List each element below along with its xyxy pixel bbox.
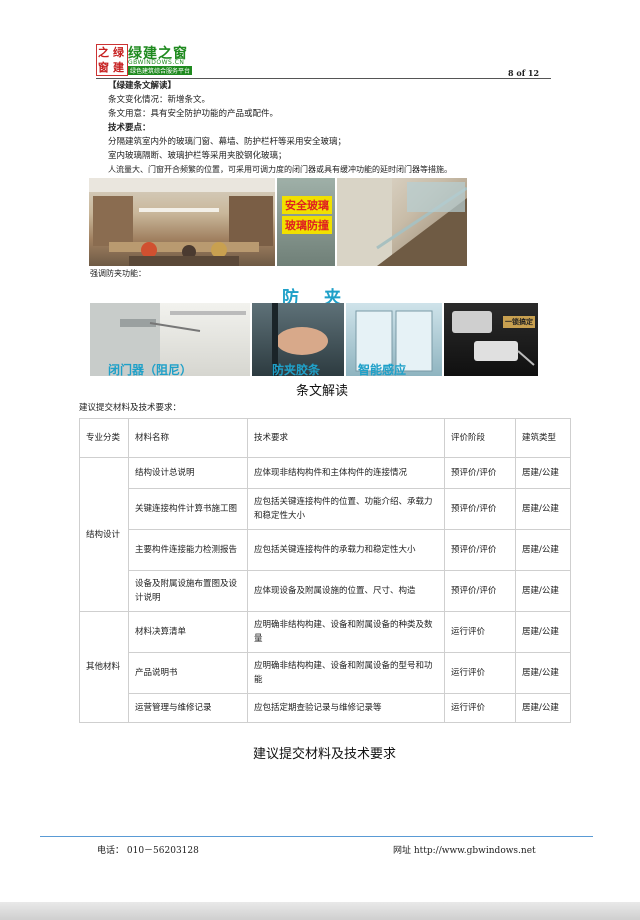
product-label-door-closer: 闭门器（阻尼） (108, 363, 193, 377)
interpretation-line: 人流量大、门窗开合频繁的位置，可采用可调力度的闭门器或具有缓冲功能的延时闭门器等… (108, 165, 452, 174)
auto-door-art (355, 310, 433, 372)
logo-char: 之 (98, 46, 109, 59)
table-row: 产品说明书 应明确非结构构建、设备和附属设备的型号和功能 运行评价 居建/公建 (80, 652, 571, 694)
building-type-cell: 居建/公建 (515, 693, 571, 723)
material-cell: 材料决算清单 (128, 611, 248, 653)
lock-product-photo (444, 303, 538, 376)
requirement-cell: 应包括关键连接构件的位置、功能介绍、承载力和稳定性大小 (247, 488, 445, 530)
interpretation-line: 分隔建筑室内外的玻璃门窗、幕墙、防护栏杆等采用安全玻璃； (108, 137, 347, 147)
site-name: 绿建之窗 (128, 46, 188, 62)
interpretation-heading: 【绿建条文解读】 (108, 81, 177, 91)
staircase-photo-art (337, 178, 467, 266)
interpretation-line: 技术要点： (108, 123, 151, 133)
footer-divider (40, 836, 593, 837)
material-cell: 结构设计总说明 (128, 457, 248, 489)
column-header: 技术要求 (247, 418, 445, 458)
category-cell: 结构设计 (79, 457, 129, 612)
pinch-strip-photo (252, 303, 344, 376)
building-type-cell: 居建/公建 (515, 611, 571, 653)
column-header: 专业分类 (79, 418, 129, 458)
requirement-cell: 应体现设备及附属设施的位置、尺寸、构造 (247, 570, 445, 612)
requirement-cell: 应包括关键连接构件的承载力和稳定性大小 (247, 529, 445, 571)
requirement-cell: 应明确非结构构建、设备和附属设备的种类及数量 (247, 611, 445, 653)
auto-door-photo (346, 303, 442, 376)
staircase-photo (337, 178, 467, 266)
interpretation-line: 条文用意：具有安全防护功能的产品或配件。 (108, 109, 279, 119)
table-header-row: 专业分类 材料名称 技术要求 评价阶段 建筑类型 (79, 418, 571, 458)
table-row: 运营管理与维修记录 应包括定期查验记录与维修记录等 运行评价 居建/公建 (80, 693, 571, 723)
library-photo-art (89, 178, 275, 266)
material-cell: 主要构件连接能力检测报告 (128, 529, 248, 571)
building-type-cell: 居建/公建 (515, 529, 571, 571)
column-header: 评价阶段 (444, 418, 516, 458)
figure-caption: 条文解读 (296, 384, 349, 399)
building-type-cell: 居建/公建 (515, 570, 571, 612)
stage-cell: 运行评价 (444, 611, 516, 653)
pinch-strip-art (272, 303, 328, 376)
column-header: 材料名称 (128, 418, 248, 458)
table-row: 其他材料 材料决算清单 应明确非结构构建、设备和附属设备的种类及数量 运行评价 … (79, 611, 571, 723)
building-type-cell: 居建/公建 (515, 488, 571, 530)
table-row: 主要构件连接能力检测报告 应包括关键连接构件的承载力和稳定性大小 预评价/评价 … (80, 529, 571, 571)
stage-cell: 运行评价 (444, 652, 516, 694)
product-label-pinch-strip: 防夹胶条 (272, 363, 321, 377)
logo-char: 绿 (113, 46, 124, 59)
page-number: 8 of 12 (508, 68, 540, 78)
interpretation-line: 条文变化情况：新增条文。 (108, 95, 211, 105)
footer-phone: 电话： 010－56203128 (97, 846, 199, 856)
material-cell: 关键连接构件计算书施工图 (128, 488, 248, 530)
door-closer-photo (90, 303, 250, 376)
site-tagline: 绿色建筑综合服务平台 (128, 66, 193, 75)
requirements-table: 专业分类 材料名称 技术要求 评价阶段 建筑类型 结构设计 结构设计总说明 应体… (79, 418, 571, 723)
requirement-cell: 应包括定期查验记录与维修记录等 (247, 693, 445, 723)
stage-cell: 预评价/评价 (444, 488, 516, 530)
door-closer-art (90, 303, 246, 376)
material-cell: 产品说明书 (128, 652, 248, 694)
viewer-bottom-band (0, 902, 640, 920)
product-label-sensor: 智能感应 (358, 363, 407, 377)
stage-cell: 预评价/评价 (444, 570, 516, 612)
anti-pinch-intro: 强调防夹功能： (90, 269, 146, 278)
table-caption: 建议提交材料及技术要求 (253, 747, 397, 762)
header-divider (96, 78, 551, 79)
logo-char: 建 (113, 61, 124, 74)
building-type-cell: 居建/公建 (515, 457, 571, 489)
requirements-intro: 建议提交材料及技术要求： (79, 403, 182, 413)
category-cell: 其他材料 (79, 611, 129, 723)
stage-cell: 预评价/评价 (444, 529, 516, 571)
stage-cell: 运行评价 (444, 693, 516, 723)
requirement-cell: 应体现非结构构件和主体构件的连接情况 (247, 457, 445, 489)
footer-website-link[interactable]: 网址 http://www.gbwindows.net (393, 846, 536, 856)
column-header: 建筑类型 (515, 418, 571, 458)
library-photo (89, 178, 275, 266)
site-logo: 之 绿 窗 建 (96, 44, 128, 76)
site-domain: GBWINDOWS.CN (128, 59, 185, 66)
stage-cell: 预评价/评价 (444, 457, 516, 489)
material-cell: 设备及附属设施布置图及设计说明 (128, 570, 248, 612)
requirement-cell: 应明确非结构构建、设备和附属设备的型号和功能 (247, 652, 445, 694)
interpretation-line: 室内玻璃隔断、玻璃护栏等采用夹胶钢化玻璃； (108, 151, 287, 161)
building-type-cell: 居建/公建 (515, 652, 571, 694)
photo-label-safety-glass: 安全玻璃 (282, 196, 332, 214)
photo-label-glass-impact: 玻璃防撞 (282, 216, 332, 234)
table-row: 关键连接构件计算书施工图 应包括关键连接构件的位置、功能介绍、承载力和稳定性大小… (80, 488, 571, 530)
lock-product-art (452, 311, 535, 366)
product-badge: 一锁搞定 (503, 316, 535, 328)
table-row: 设备及附属设施布置图及设计说明 应体现设备及附属设施的位置、尺寸、构造 预评价/… (80, 570, 571, 612)
material-cell: 运营管理与维修记录 (128, 693, 248, 723)
logo-char: 窗 (98, 61, 109, 74)
table-row: 结构设计 结构设计总说明 应体现非结构构件和主体构件的连接情况 预评价/评价 居… (79, 457, 571, 612)
